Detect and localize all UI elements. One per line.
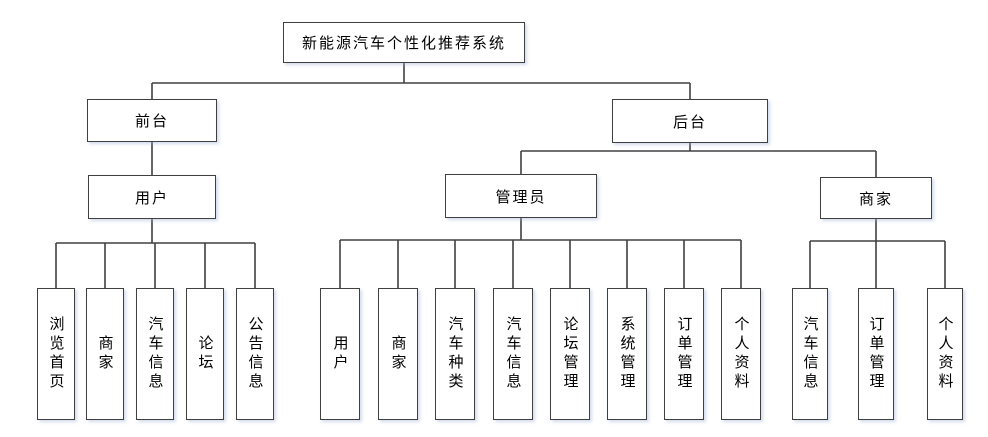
leaf-merchant-order-management: 订单管理 bbox=[858, 288, 894, 420]
node-front: 前台 bbox=[87, 99, 217, 142]
leaf-admin-user: 用户 bbox=[320, 288, 360, 420]
leaf-order-management: 订单管理 bbox=[664, 288, 704, 420]
leaf-forum-management: 论坛管理 bbox=[550, 288, 590, 420]
node-front-user: 用户 bbox=[88, 175, 216, 219]
node-back: 后台 bbox=[612, 99, 768, 143]
leaf-merchant: 商家 bbox=[86, 288, 124, 420]
node-admin: 管理员 bbox=[445, 174, 597, 218]
leaf-admin-merchant: 商家 bbox=[378, 288, 418, 420]
leaf-car-info: 汽车信息 bbox=[136, 288, 174, 420]
leaf-admin-car-info: 汽车信息 bbox=[493, 288, 533, 420]
leaf-system-management: 系统管理 bbox=[607, 288, 647, 420]
leaf-browse-home: 浏览首页 bbox=[37, 288, 75, 420]
leaf-merchant-car-info: 汽车信息 bbox=[792, 288, 828, 420]
leaf-forum: 论坛 bbox=[186, 288, 224, 420]
node-root: 新能源汽车个性化推荐系统 bbox=[283, 22, 525, 63]
leaf-car-category: 汽车种类 bbox=[435, 288, 475, 420]
node-back-merchant: 商家 bbox=[820, 177, 932, 219]
leaf-merchant-profile: 个人资料 bbox=[927, 288, 963, 420]
leaf-admin-profile: 个人资料 bbox=[721, 288, 761, 420]
leaf-announcement-info: 公告信息 bbox=[236, 288, 274, 420]
